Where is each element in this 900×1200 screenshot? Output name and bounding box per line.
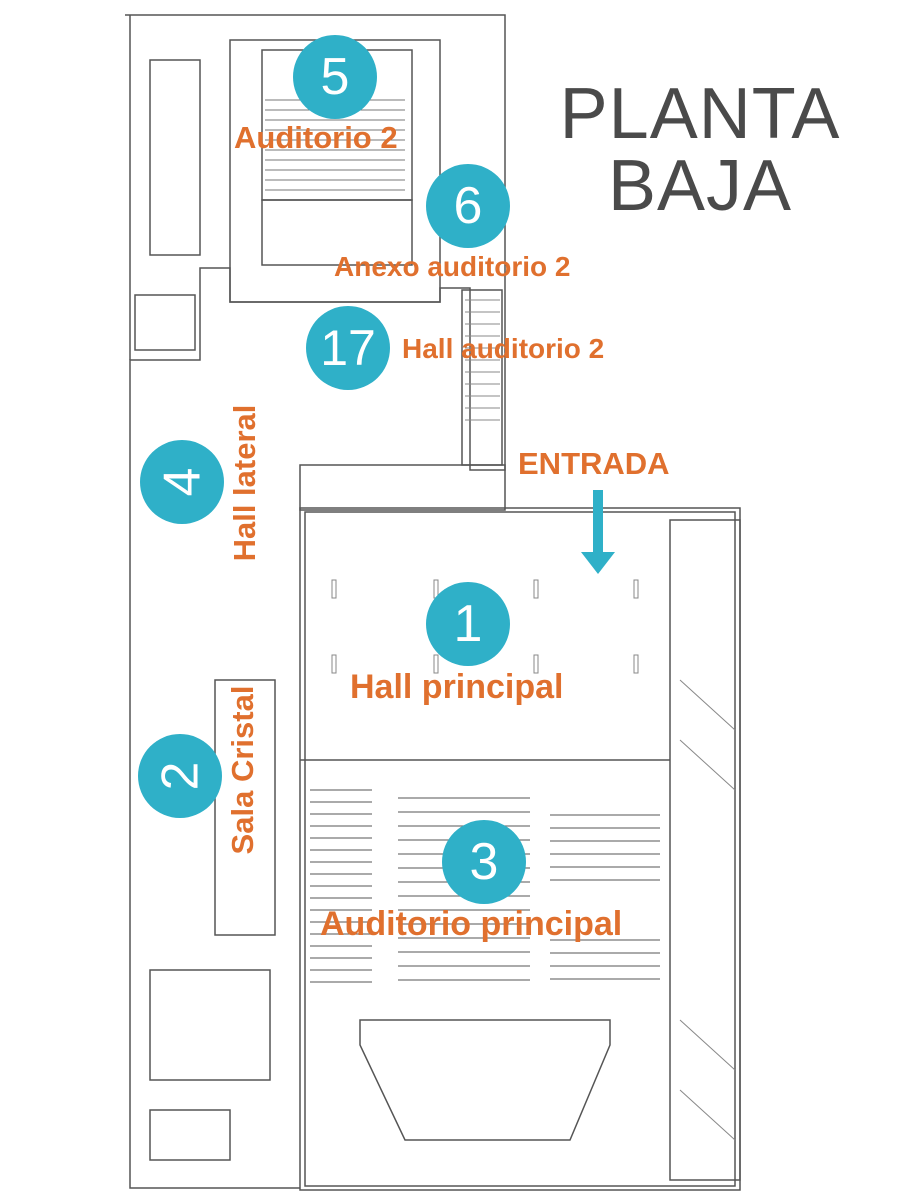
zone-marker-2[interactable]: 2 [138, 734, 222, 818]
plan-title-line1: PLANTA [559, 74, 841, 154]
outline-stair-top [134, 294, 196, 351]
outline-anexo [261, 199, 413, 266]
entrance-arrow [581, 490, 615, 574]
hall-pillars [331, 579, 639, 674]
zone-marker-5[interactable]: 5 [293, 35, 377, 119]
zone-label-sala-cristal: Sala Cristal [225, 685, 260, 855]
zone-label-anexo-auditorio-2: Anexo auditorio 2 [334, 251, 571, 282]
zone-label-hall-auditorio-2: Hall auditorio 2 [402, 333, 605, 364]
outline-stage [359, 1019, 611, 1141]
zone-marker-4-number: 4 [152, 467, 211, 497]
zone-label-hall-lateral: Hall lateral [227, 404, 262, 562]
outline-lower-stair [149, 1109, 231, 1161]
zone-label-auditorio-principal: Auditorio principal [320, 905, 623, 943]
outline-sala-cristal [214, 679, 276, 936]
zone-label-hall-principal: Hall principal [350, 668, 564, 706]
zone-marker-1[interactable]: 1 [426, 582, 510, 666]
outline-service-column [669, 519, 741, 1181]
zone-marker-3[interactable]: 3 [442, 820, 526, 904]
zone-marker-17[interactable]: 17 [306, 306, 390, 390]
zone-label-auditorio-2: Auditorio 2 [234, 120, 398, 155]
zone-marker-6[interactable]: 6 [426, 164, 510, 248]
outline-lower-rooms [149, 969, 271, 1081]
outline-stair-right [461, 289, 503, 466]
plan-title-line2: BAJA [607, 146, 793, 226]
outline-connector [299, 464, 506, 511]
stair-hatching [465, 299, 736, 1141]
zone-marker-2-number: 2 [150, 761, 209, 791]
outline-service-rooms [149, 59, 201, 256]
outline-main-building-inner [304, 511, 736, 1187]
zone-marker-4[interactable]: 4 [140, 440, 224, 524]
plan-title: PLANTA BAJA [520, 78, 880, 222]
entrance-label: ENTRADA [518, 446, 670, 481]
